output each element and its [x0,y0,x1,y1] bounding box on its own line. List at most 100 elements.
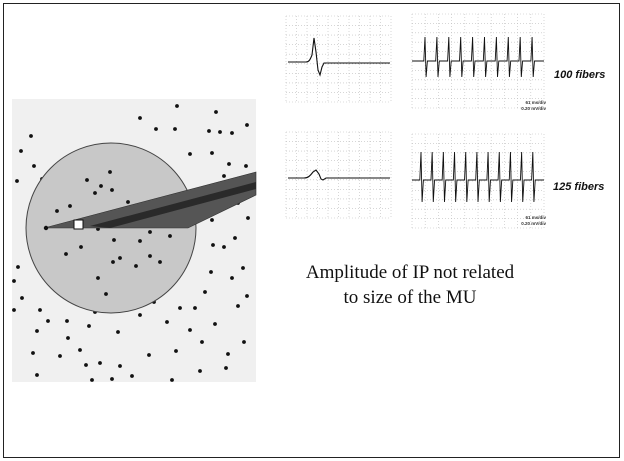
recording-site [73,219,84,230]
fiber-dot [46,319,50,323]
fiber-dot [126,200,130,204]
trace-grid-single-top [285,15,392,103]
fiber-dot [224,366,228,370]
fiber-dot [214,110,218,114]
fiber-dot [116,330,120,334]
fiber-dot [227,162,231,166]
scale-bottom-amplitude: 0.20 mV/div [521,221,546,226]
fiber-dot [173,127,177,131]
fiber-dot [200,340,204,344]
fiber-dot [245,123,249,127]
fiber-dot [226,352,230,356]
fiber-dot [108,170,112,174]
fiber-dot [188,328,192,332]
trace-grid-single-bottom [285,131,392,219]
scale-top-time: 61 ms/div [525,100,546,105]
fiber-dot [174,349,178,353]
fiber-dot [138,313,142,317]
scale-readout-top: 61 ms/div 0.20 mV/div [500,100,546,112]
fiber-dot [203,290,207,294]
fiber-dot [236,304,240,308]
fiber-dot [20,296,24,300]
trace-grid-train-top [411,13,545,109]
fiber-at-needle-tip [43,225,49,231]
fiber-dot [66,336,70,340]
fiber-dot [93,191,97,195]
fiber-dot [244,164,248,168]
scale-top-amplitude: 0.20 mV/div [521,106,546,111]
fiber-dot [55,209,59,213]
fiber-dot [112,238,116,242]
fiber-dot [165,320,169,324]
fiber-dot [230,131,234,135]
fiber-dot [222,174,226,178]
fiber-dot [110,377,114,381]
fiber-dot [64,252,68,256]
fiber-dot [246,216,250,220]
fiber-dot [35,373,39,377]
fiber-dot [222,245,226,249]
muscle-fibers-inside [55,170,184,296]
single-potential-trace-bottom [288,169,390,181]
fiber-dot [170,378,174,382]
fiber-dot [242,340,246,344]
fiber-dot [241,266,245,270]
fiber-dot [96,276,100,280]
fiber-dot [12,308,16,312]
fiber-dot [111,260,115,264]
fiber-dot [84,363,88,367]
fiber-dot [118,256,122,260]
fiber-dot [90,378,94,382]
caption-line-1: Amplitude of IP not related [305,262,515,283]
fiber-dot [134,264,138,268]
fiber-dot [213,322,217,326]
fibers-label-bottom: 125 fibers [553,181,605,193]
fiber-dot [230,276,234,280]
fiber-dot [198,369,202,373]
fiber-dot [79,245,83,249]
fiber-dot [99,184,103,188]
single-potential-trace-top [288,37,390,77]
fiber-dot [211,243,215,247]
fiber-dot [148,254,152,258]
fiber-dot [35,329,39,333]
fiber-dot [233,236,237,240]
fiber-dot [207,129,211,133]
fiber-dot [12,279,16,283]
fiber-dot [32,164,36,168]
fiber-dot [188,152,192,156]
fiber-dot [168,234,172,238]
fiber-dot [138,116,142,120]
fiber-dot [110,188,114,192]
scale-readout-bottom: 61 ms/div 0.20 mV/div [500,215,546,227]
fiber-dot [38,308,42,312]
fiber-dot [78,348,82,352]
fiber-dot [15,179,19,183]
fiber-dot [16,265,20,269]
potential-train-trace-bottom [412,151,544,203]
caption-line-2: to size of the MU [343,287,477,308]
fiber-dot [138,239,142,243]
fiber-dot [31,351,35,355]
scale-bottom-time: 61 ms/div [525,215,546,220]
fiber-dot [193,306,197,310]
fiber-dot [210,218,214,222]
slide-caption: Amplitude of IP not related to size of t… [266,260,554,310]
fiber-dot [130,374,134,378]
fiber-dot [19,149,23,153]
needle-electrode [43,171,257,229]
fiber-dot [178,306,182,310]
potential-train-trace-top [412,36,544,78]
fiber-dot [218,130,222,134]
fiber-dot [58,354,62,358]
needle-core [90,182,256,228]
fiber-dot [65,319,69,323]
fiber-dot [158,260,162,264]
muscle-fibers-outside [12,104,250,382]
fibers-label-top: 100 fibers [554,69,606,81]
fiber-dot [209,270,213,274]
fiber-dot [245,294,249,298]
fiber-dot [104,292,108,296]
fiber-dot [85,178,89,182]
